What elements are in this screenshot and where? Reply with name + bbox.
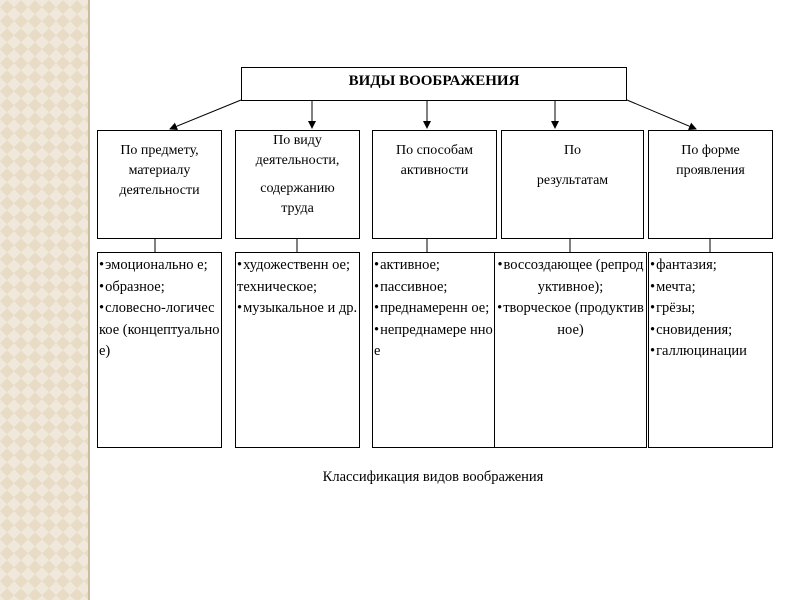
category-5-line-1: По форме bbox=[681, 143, 740, 158]
category-box-3: По способам активности bbox=[372, 130, 497, 239]
list-3-item-3: преднамеренн ое; bbox=[374, 298, 496, 320]
list-box-5: фантазия; мечта; грёзы; сновидения; галл… bbox=[648, 252, 773, 448]
category-2-line-2: деятельности, bbox=[255, 153, 340, 168]
list-5-item-2: мечта; bbox=[650, 277, 771, 299]
category-2-line-5: труда bbox=[281, 201, 314, 216]
category-box-5: По форме проявления bbox=[648, 130, 773, 239]
category-3-line-2: активности bbox=[400, 163, 469, 178]
category-box-1: По предмету, материалу деятельности bbox=[97, 130, 222, 239]
list-box-3: активное; пассивное; преднамеренн ое; не… bbox=[372, 252, 498, 448]
category-1-line-3: деятельности bbox=[119, 183, 200, 198]
list-box-2: художественн ое; техническое; музыкально… bbox=[235, 252, 360, 448]
category-4-line-1: По bbox=[563, 143, 582, 158]
list-box-4: воссоздающее (репродуктивное); творческо… bbox=[494, 252, 647, 448]
list-3-item-4: непреднамере нное bbox=[374, 320, 496, 363]
category-box-4: По результатам bbox=[501, 130, 644, 239]
list-1-item-1: эмоционально е; bbox=[99, 255, 220, 277]
list-5-item-5: галлюцинации bbox=[650, 341, 771, 363]
list-5-item-4: сновидения; bbox=[650, 320, 771, 342]
root-box: ВИДЫ ВООБРАЖЕНИЯ bbox=[241, 67, 627, 101]
category-3-line-1: По способам bbox=[395, 143, 474, 158]
category-4-line-3: результатам bbox=[536, 173, 609, 188]
list-1-item-3: словесно-логическое (концептуально е) bbox=[99, 298, 220, 363]
list-2-item-2: техническое; bbox=[237, 278, 318, 295]
category-1-line-1: По предмету, bbox=[120, 143, 199, 158]
category-2-line-4: содержанию bbox=[260, 181, 335, 196]
list-4-item-1: воссоздающее (репродуктивное); bbox=[496, 255, 645, 298]
arrow-to-category-5 bbox=[626, 99, 697, 130]
list-1-item-2: образное; bbox=[99, 277, 220, 299]
arrow-to-category-1 bbox=[169, 99, 242, 131]
list-3-item-1: активное; bbox=[374, 255, 496, 277]
list-2-item-1: художественн ое; bbox=[237, 255, 358, 277]
figure-caption: Классификация видов воображения bbox=[322, 469, 544, 485]
list-box-1: эмоционально е; образное; словесно-логич… bbox=[97, 252, 222, 448]
decorative-border bbox=[0, 0, 88, 600]
list-5-item-1: фантазия; bbox=[650, 255, 771, 277]
root-title: ВИДЫ ВООБРАЖЕНИЯ bbox=[348, 73, 520, 89]
list-3-item-2: пассивное; bbox=[374, 277, 496, 299]
list-5-item-3: грёзы; bbox=[650, 298, 771, 320]
category-2-line-1: По виду bbox=[273, 133, 322, 148]
list-4-item-2: творческое (продуктивное) bbox=[496, 298, 645, 341]
category-5-line-2: проявления bbox=[676, 163, 745, 178]
border-edge bbox=[88, 0, 90, 600]
category-1-line-2: материалу bbox=[128, 163, 191, 178]
list-2-item-3: музыкальное и др. bbox=[237, 298, 358, 320]
category-box-2: По виду деятельности, содержанию труда bbox=[235, 130, 360, 239]
